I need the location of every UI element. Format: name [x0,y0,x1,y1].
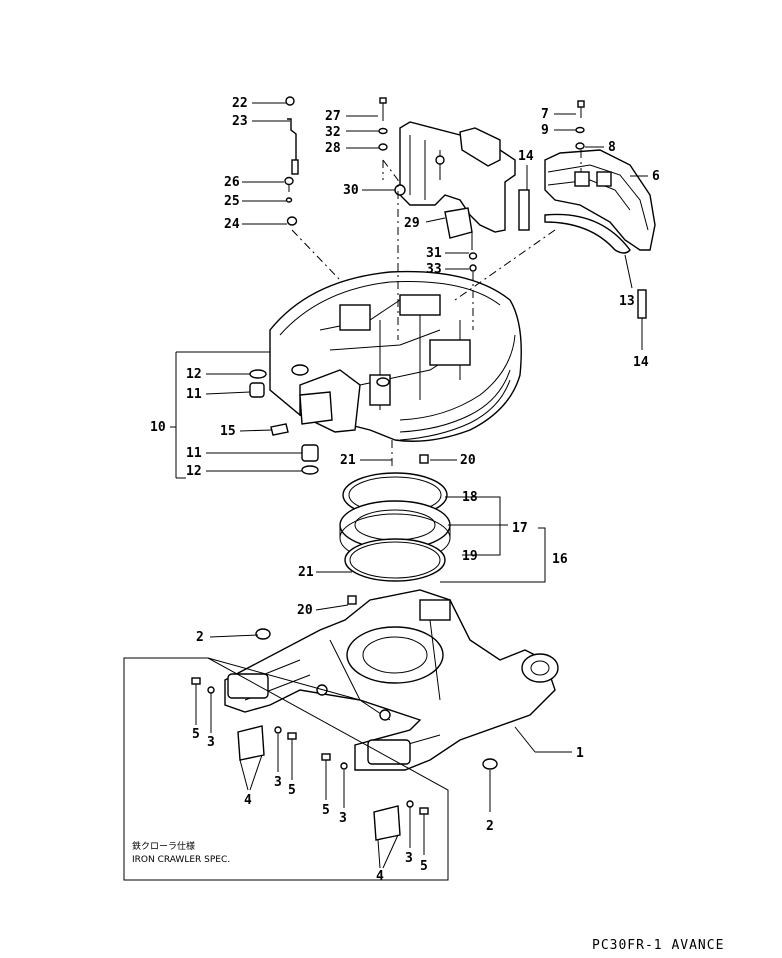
callout-27: 27 [325,109,341,124]
callout-7: 7 [541,107,549,122]
bolt-stack-22-26 [284,96,341,281]
callout-11-upper: 11 [186,387,202,402]
callout-4-a: 4 [244,793,252,808]
callout-24: 24 [224,217,240,232]
callout-2-right: 2 [486,819,494,834]
callout-5-a: 5 [192,727,200,742]
callout-9: 9 [541,123,549,138]
callout-3-a: 3 [207,735,215,750]
callout-32: 32 [325,125,341,140]
swing-circle [339,454,451,605]
callout-23: 23 [232,114,248,129]
callout-19: 19 [462,549,478,564]
track-frame-1 [224,589,559,771]
callout-13: 13 [619,294,635,309]
callout-4-b: 4 [376,869,384,884]
callout-15: 15 [220,424,236,439]
callout-10: 10 [150,420,166,435]
callout-14-bottom: 14 [633,355,649,370]
callout-31: 31 [426,246,442,261]
callout-12-upper: 12 [186,367,202,382]
bolt-stack-27-28 [378,97,388,180]
callout-28: 28 [325,141,341,156]
counterweight-6 [518,100,656,319]
callout-3-d: 3 [405,851,413,866]
callout-18: 18 [462,490,478,505]
callout-33: 33 [426,262,442,277]
callout-labels: 22 23 26 25 24 27 32 28 30 29 31 33 7 9 … [150,96,660,884]
callout-16: 16 [552,552,568,567]
leader-lines [123,102,648,881]
callout-2-left: 2 [196,630,204,645]
callout-11-lower: 11 [186,446,202,461]
callout-20-lower: 20 [297,603,313,618]
callout-3-c: 3 [339,811,347,826]
callout-25: 25 [224,194,240,209]
callout-29: 29 [404,216,420,231]
callout-21-upper: 21 [340,453,356,468]
callout-6: 6 [652,169,660,184]
lower-hardware [191,677,429,841]
revolving-frame [269,270,522,442]
callout-30: 30 [343,183,359,198]
note-english: IRON CRAWLER SPEC. [132,855,230,865]
callout-14-top: 14 [518,149,534,164]
callout-5-c: 5 [322,803,330,818]
callout-20-upper: 20 [460,453,476,468]
note-japanese: 鉄クローラ仕様 [132,840,195,852]
callout-26: 26 [224,175,240,190]
callout-5-d: 5 [420,859,428,874]
side-cover-29-30 [394,121,516,272]
callout-5-b: 5 [288,783,296,798]
callout-17: 17 [512,521,528,536]
callout-21-lower: 21 [298,565,314,580]
pin-set-10 [249,369,319,475]
callout-8: 8 [608,140,616,155]
callout-22: 22 [232,96,248,111]
callout-3-b: 3 [274,775,282,790]
callout-1: 1 [576,746,584,761]
callout-12-lower: 12 [186,464,202,479]
model-code: PC30FR-1 AVANCE [592,938,724,953]
